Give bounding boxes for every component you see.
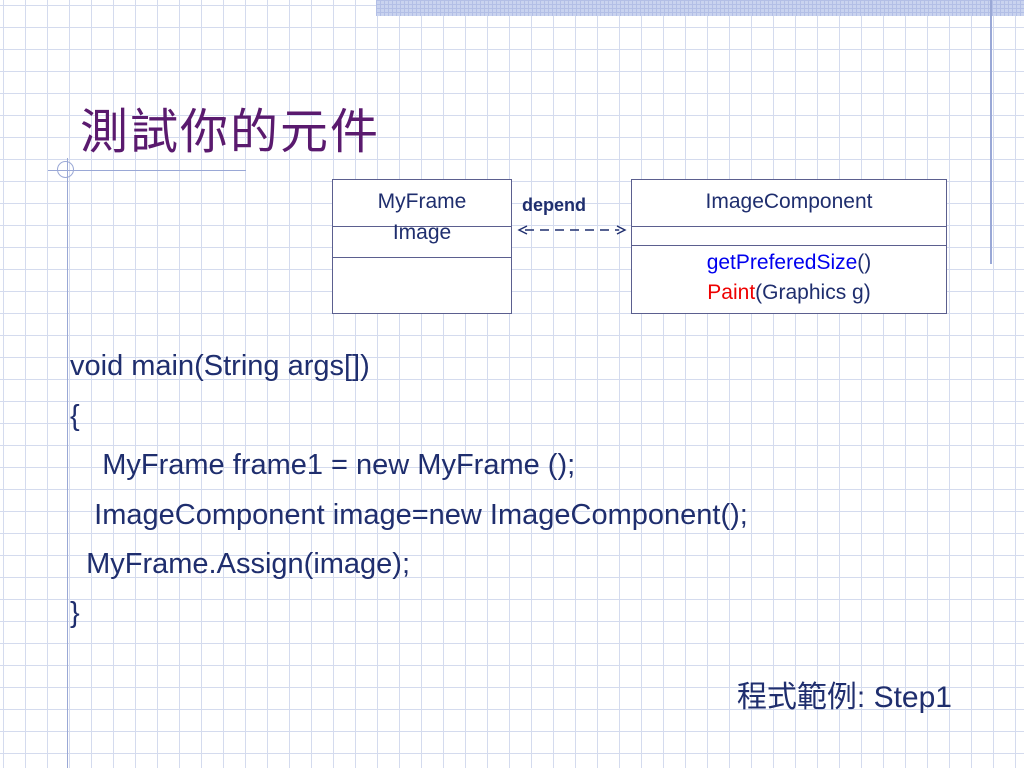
code-line: ImageComponent image=new ImageComponent(… xyxy=(70,499,748,531)
code-line: MyFrame frame1 = new MyFrame (); xyxy=(70,449,576,481)
footer-label-step: : Step1 xyxy=(856,681,952,714)
title-underline-decoration xyxy=(48,170,246,171)
code-line: { xyxy=(70,400,80,432)
dependency-arrow xyxy=(517,225,627,235)
code-line: } xyxy=(70,597,80,629)
operation-paint: Paint(Graphics g) xyxy=(632,278,946,308)
uml-class-myframe: MyFrame Image xyxy=(332,179,512,314)
right-decorative-line xyxy=(990,0,992,264)
myframe-separator xyxy=(333,226,511,227)
op1-name: getPreferedSize xyxy=(706,251,858,274)
code-line: void main(String args[]) xyxy=(70,350,370,382)
op1-args: () xyxy=(857,251,872,274)
myframe-separator-2 xyxy=(333,257,511,258)
myframe-class-name: MyFrame xyxy=(377,190,467,213)
bullet-circle-decoration xyxy=(57,161,74,178)
code-line: MyFrame.Assign(image); xyxy=(70,548,411,580)
slide-title: 測試你的元件 xyxy=(80,104,381,160)
left-decorative-line xyxy=(67,158,68,768)
uml-class-imagecomponent: ImageComponent getPreferedSize() Paint(G… xyxy=(631,179,947,314)
myframe-attribute: Image xyxy=(392,221,452,244)
imagecomponent-separator-2 xyxy=(632,245,946,246)
imagecomponent-class-name: ImageComponent xyxy=(705,190,873,213)
footer-label-cjk: 程式範例 xyxy=(736,680,857,715)
footer-caption: 程式範例: Step1 xyxy=(737,672,952,716)
op2-name: Paint xyxy=(707,281,756,304)
top-decorative-band xyxy=(376,0,1024,16)
depend-label: depend xyxy=(522,195,587,215)
op2-args: (Graphics g) xyxy=(755,281,871,304)
imagecomponent-separator xyxy=(632,226,946,227)
operation-getpreferedsize: getPreferedSize() xyxy=(632,248,946,278)
